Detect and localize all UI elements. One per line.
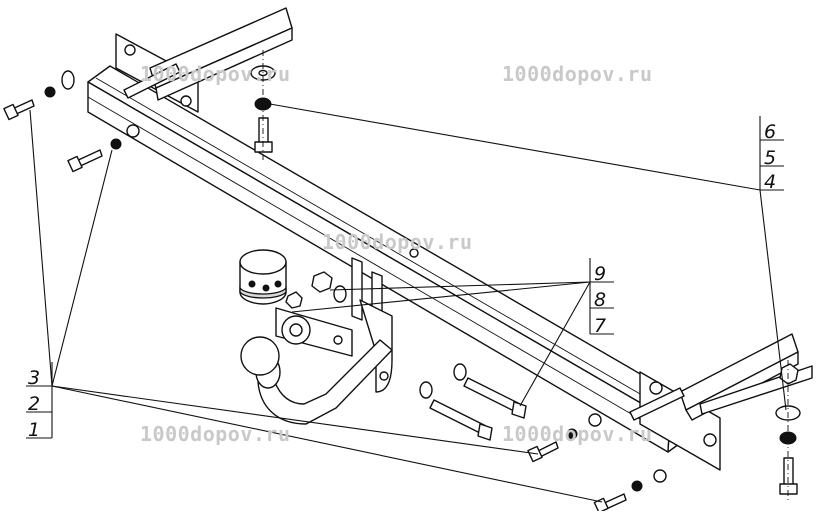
leader-lines [26, 50, 789, 503]
callout-numbers: 3 2 1 9 8 7 6 5 4 [28, 121, 776, 441]
callout-4: 4 [764, 171, 776, 193]
watermark-top-left: 1000dopov.ru [140, 62, 291, 86]
callout-3: 3 [28, 367, 40, 389]
callout-6: 6 [764, 121, 776, 143]
callout-5: 5 [764, 147, 776, 169]
right-mounting-bracket [629, 333, 813, 483]
crossbar-beam [87, 65, 693, 453]
callout-1: 1 [28, 419, 40, 441]
watermark-bottom-left: 1000dopov.ru [140, 422, 291, 446]
left-mounting-bracket [115, 7, 293, 113]
tow-ball-cap [239, 249, 287, 305]
watermark-center: 1000dopov.ru [322, 230, 473, 254]
callout-7: 7 [594, 315, 606, 337]
callout-2: 2 [28, 393, 40, 415]
callout-8: 8 [594, 289, 606, 311]
fastener-hardware [3, 65, 801, 514]
watermark-top-right: 1000dopov.ru [502, 62, 653, 86]
watermark-bottom-right: 1000dopov.ru [502, 422, 653, 446]
tow-ball-arm-assembly [240, 257, 393, 425]
callout-9: 9 [594, 263, 606, 285]
